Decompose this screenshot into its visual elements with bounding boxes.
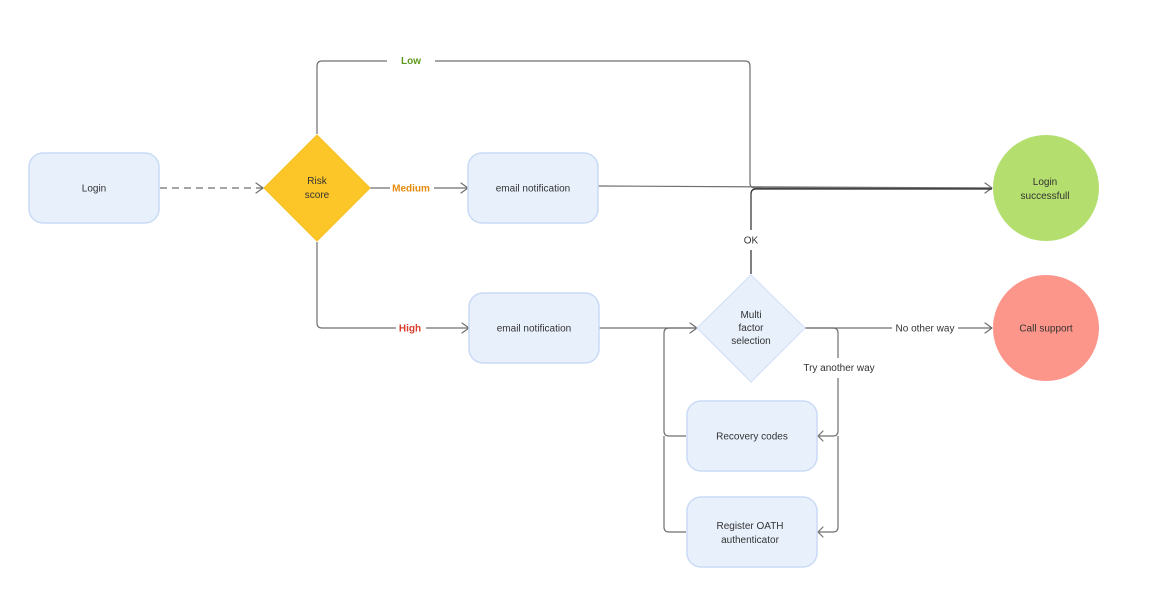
edge-label-high: High <box>399 324 421 335</box>
email-notification-high-label: email notification <box>497 324 571 335</box>
register-oath-node[interactable]: Register OATH authenticator <box>686 496 818 568</box>
mfa-label-line2: factor <box>738 323 764 334</box>
edge-label-try-another-way: Try another way <box>803 363 874 374</box>
mfa-label-line3: selection <box>731 336 770 347</box>
mfa-label-line1: Multi <box>740 310 761 321</box>
risk-score-node[interactable]: Risk score <box>263 134 371 242</box>
edge-mfa-ok <box>750 188 992 274</box>
edge-low <box>316 60 992 189</box>
edge-label-ok: OK <box>744 236 759 247</box>
edge-loop-back-to-mfa <box>663 327 697 533</box>
register-oath-label-line1: Register OATH <box>716 521 783 532</box>
login-node-label: Login <box>82 184 106 195</box>
email-notification-high-node[interactable]: email notification <box>468 292 600 364</box>
edge-label-medium: Medium <box>392 184 430 195</box>
edge-label-no-other-way: No other way <box>896 324 955 335</box>
login-successful-label-line2: successfull <box>1021 191 1070 202</box>
edge-email-medium-to-success <box>597 182 993 194</box>
risk-score-label-line1: Risk <box>307 176 327 187</box>
recovery-codes-label: Recovery codes <box>716 432 788 443</box>
call-support-label: Call support <box>1019 324 1073 335</box>
recovery-codes-node[interactable]: Recovery codes <box>686 400 818 472</box>
edge-high <box>316 242 470 334</box>
email-notification-medium-label: email notification <box>496 184 570 195</box>
call-support-node[interactable]: Call support <box>993 275 1099 381</box>
login-node[interactable]: Login <box>28 152 160 224</box>
risk-score-label-line2: score <box>305 190 330 201</box>
edge-try-another-way <box>805 327 839 538</box>
edge-login-to-risk <box>160 182 264 194</box>
edge-label-low: Low <box>401 56 421 67</box>
register-oath-label-line2: authenticator <box>721 535 779 546</box>
email-notification-medium-node[interactable]: email notification <box>467 152 599 224</box>
login-successful-label-line1: Login <box>1033 177 1057 188</box>
login-successful-node[interactable]: Login successfull <box>993 135 1099 241</box>
mfa-selection-node[interactable]: Multi factor selection <box>696 274 806 383</box>
